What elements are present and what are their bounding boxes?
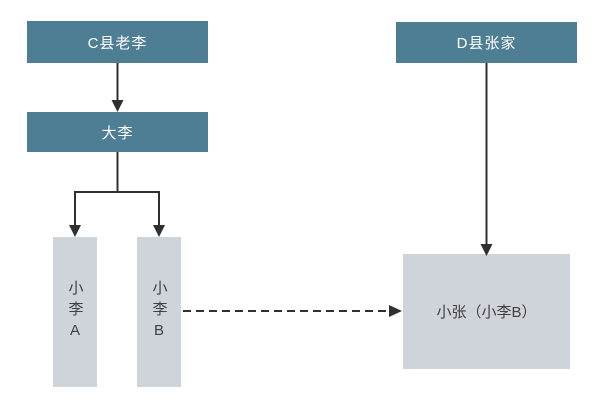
edge-c-county-to-da-li bbox=[111, 63, 124, 112]
node-label: C县老李 bbox=[87, 34, 148, 52]
edge-xiao-li-b-to-xiao-zhang-dashed bbox=[183, 305, 402, 317]
node-da-li: 大李 bbox=[27, 112, 208, 152]
node-label: 小张（小李B） bbox=[436, 304, 537, 321]
node-label: 小李B bbox=[150, 279, 168, 345]
node-d-county-zhang-jia: D县张家 bbox=[396, 22, 577, 63]
node-label: 小李A bbox=[66, 279, 84, 345]
node-c-county-lao-li: C县老李 bbox=[27, 21, 208, 63]
edge-da-li-to-xiao-li-a-and-b bbox=[69, 152, 165, 237]
edge-d-county-to-xiao-zhang bbox=[480, 63, 493, 256]
node-xiao-li-a: 小李A bbox=[53, 237, 97, 387]
node-xiao-li-b: 小李B bbox=[137, 237, 181, 387]
node-label: D县张家 bbox=[456, 35, 517, 52]
node-label: 大李 bbox=[101, 124, 134, 142]
node-xiao-zhang: 小张（小李B） bbox=[403, 254, 570, 369]
